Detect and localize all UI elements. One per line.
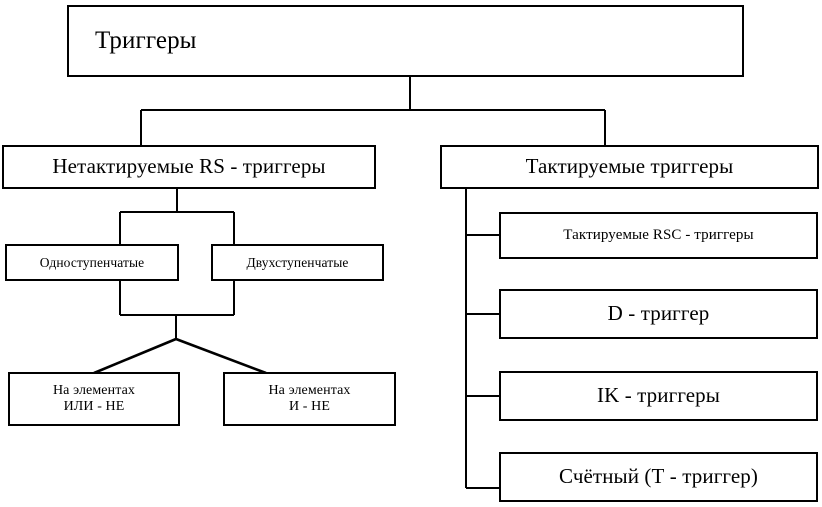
node-box-d-trigger[interactable] xyxy=(498,288,819,340)
node-box-or-not[interactable] xyxy=(7,371,181,427)
connector-splay-right xyxy=(175,337,267,375)
node-box-clocked[interactable] xyxy=(439,144,820,190)
node-box-single-stage[interactable] xyxy=(4,243,180,282)
node-box-double-stage[interactable] xyxy=(210,243,385,282)
node-box-group xyxy=(1,4,820,503)
node-box-root[interactable] xyxy=(66,4,745,78)
node-box-t-trigger[interactable] xyxy=(498,451,819,503)
node-box-ik-trigger[interactable] xyxy=(498,370,819,422)
node-box-and-not[interactable] xyxy=(222,371,397,427)
node-box-rsc[interactable] xyxy=(498,211,819,260)
node-box-untimed-rs[interactable] xyxy=(1,144,377,190)
connector-group xyxy=(93,76,607,490)
connector-splay-left xyxy=(93,337,177,375)
